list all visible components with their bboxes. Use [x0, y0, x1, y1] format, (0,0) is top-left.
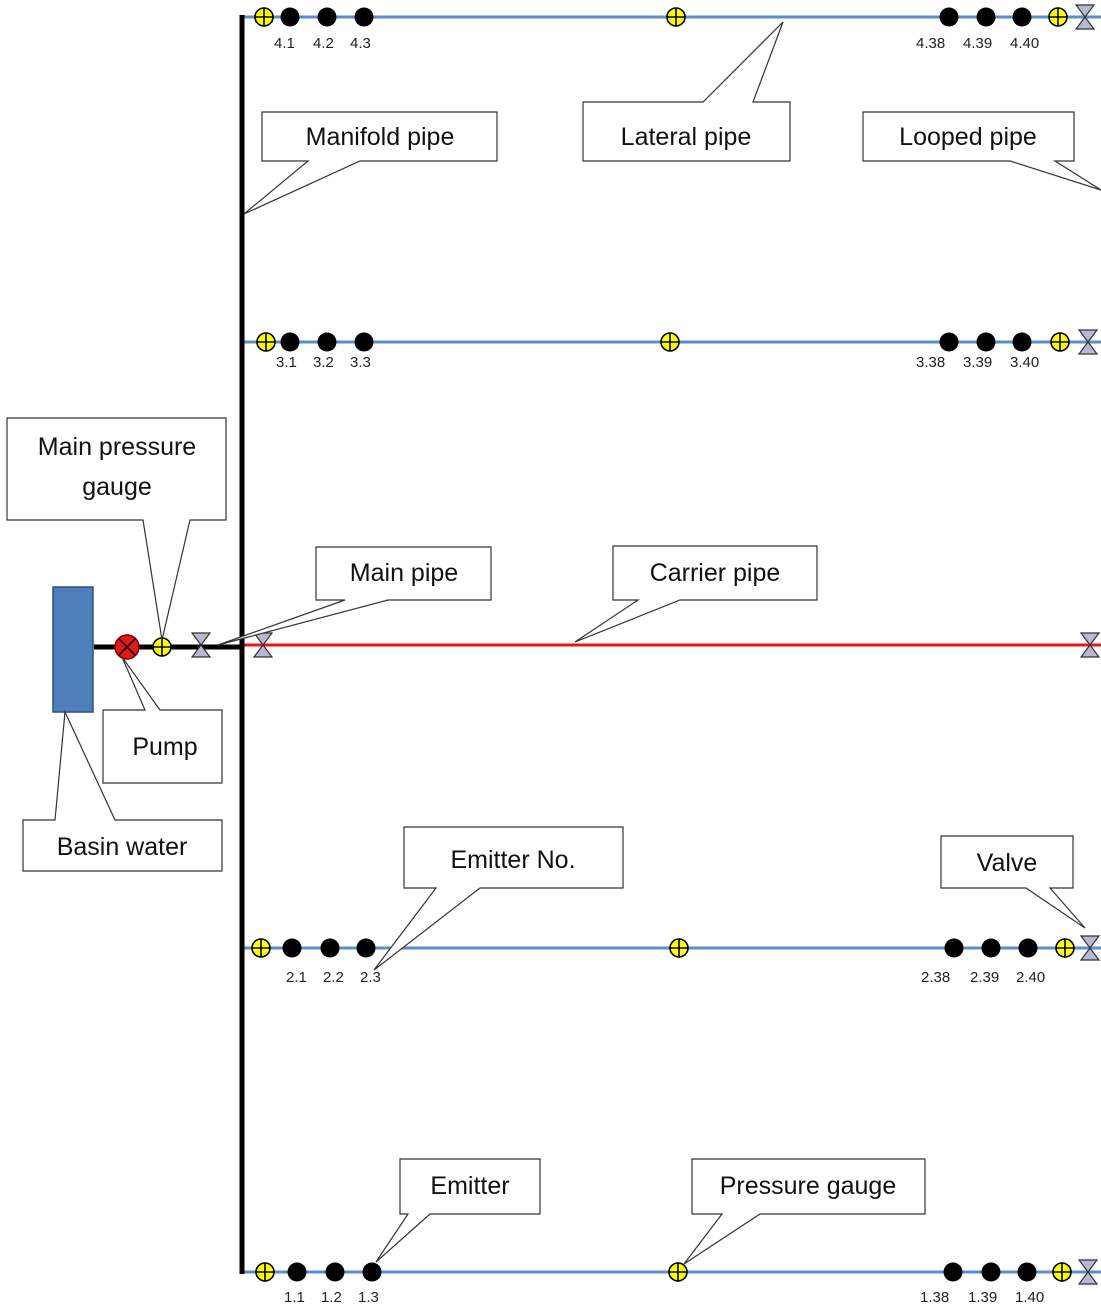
callout-label: Looped pipe: [899, 123, 1037, 151]
emitter-label: 3.40: [1010, 354, 1039, 371]
callout-label: Basin water: [57, 833, 188, 861]
pressure-gauge-icon: [255, 1262, 275, 1282]
callout-pump: Pump: [102, 656, 223, 784]
callout-valve: Valve: [940, 835, 1086, 929]
pressure-gauge-icon: [254, 7, 274, 27]
emitter-label: 4.38: [916, 35, 945, 52]
emitter-label: 1.39: [968, 1289, 997, 1306]
callout-label: Lateral pipe: [621, 123, 752, 151]
callout-label: Pressure gauge: [720, 1172, 897, 1200]
emitter-icon: [354, 7, 374, 27]
emitter-label: 2.3: [360, 969, 381, 986]
pump-icon: [114, 634, 140, 660]
emitter-icon: [1018, 938, 1038, 958]
emitter-icon: [317, 7, 337, 27]
callout-looped-pipe: Looped pipe: [862, 111, 1101, 191]
emitter-label: 3.38: [916, 354, 945, 371]
pressure-gauge-icon: [1048, 7, 1068, 27]
emitter-icon: [354, 332, 374, 352]
emitter-icon: [1012, 332, 1032, 352]
pressure-gauge-icon: [669, 938, 689, 958]
callout-label: Carrier pipe: [650, 559, 781, 587]
emitter-label: 4.39: [963, 35, 992, 52]
emitter-icon: [939, 7, 959, 27]
callout-basin-water: Basin water: [22, 709, 223, 872]
callout-main-pressure-gauge: Main pressure gauge: [6, 417, 227, 641]
emitter-label: 3.39: [963, 354, 992, 371]
emitter-icon: [317, 332, 337, 352]
emitter-label: 4.2: [313, 35, 334, 52]
pressure-gauge-icon: [668, 1262, 688, 1282]
pressure-gauge-icon: [666, 7, 686, 27]
emitter-icon: [944, 938, 964, 958]
emitter-icon: [362, 1262, 382, 1282]
pressure-gauge-icon: [1055, 938, 1075, 958]
pressure-gauge-icon: [1050, 332, 1070, 352]
callout-emitter: Emitter: [375, 1158, 541, 1263]
emitter-label: 2.38: [921, 969, 950, 986]
callout-label: Emitter: [430, 1172, 509, 1200]
callout-label: Main pressure: [38, 433, 196, 461]
callout-emitter-no: Emitter No.: [373, 826, 624, 971]
emitter-label: 4.3: [350, 35, 371, 52]
emitter-label: 1.40: [1015, 1289, 1044, 1306]
emitter-label: 2.39: [970, 969, 999, 986]
emitter-label: 1.1: [284, 1289, 305, 1306]
emitter-icon: [356, 938, 376, 958]
callout-label: Main pipe: [350, 559, 458, 587]
pressure-gauge-icon: [1052, 1262, 1072, 1282]
emitter-icon: [280, 7, 300, 27]
emitter-label: 1.38: [920, 1289, 949, 1306]
emitter-label: 3.3: [350, 354, 371, 371]
emitter-icon: [287, 1262, 307, 1282]
callout-label: Emitter No.: [450, 846, 575, 874]
basin-water-tank: [52, 586, 94, 713]
callout-main-pipe: Main pipe: [217, 546, 492, 646]
emitter-label: 2.1: [286, 969, 307, 986]
callout-label: Pump: [132, 733, 197, 761]
callout-manifold-pipe: Manifold pipe: [243, 111, 498, 215]
callout-pressure-gauge: Pressure gauge: [683, 1158, 926, 1265]
pressure-gauge-icon: [660, 332, 680, 352]
callout-label: Valve: [977, 849, 1038, 877]
emitter-icon: [976, 332, 996, 352]
emitter-icon: [976, 7, 996, 27]
emitter-label: 3.1: [276, 354, 297, 371]
emitter-icon: [981, 938, 1001, 958]
pressure-gauge-icon: [251, 938, 271, 958]
main-pressure-gauge-icon: [152, 637, 172, 657]
emitter-icon: [943, 1262, 963, 1282]
emitter-icon: [1012, 7, 1032, 27]
callout-label: gauge: [82, 473, 152, 501]
callout-lateral-pipe: Lateral pipe: [582, 21, 791, 162]
emitter-icon: [1017, 1262, 1037, 1282]
pressure-gauge-icon: [256, 332, 276, 352]
emitter-label: 2.2: [323, 969, 344, 986]
emitter-label: 1.2: [321, 1289, 342, 1306]
emitter-label: 4.40: [1010, 35, 1039, 52]
emitter-icon: [325, 1262, 345, 1282]
emitter-label: 2.40: [1016, 969, 1045, 986]
emitter-icon: [320, 938, 340, 958]
emitter-icon: [981, 1262, 1001, 1282]
emitter-icon: [939, 332, 959, 352]
emitter-icon: [282, 938, 302, 958]
emitter-label: 3.2: [313, 354, 334, 371]
callout-carrier-pipe: Carrier pipe: [574, 545, 818, 643]
emitter-label: 4.1: [274, 35, 295, 52]
callout-label: Manifold pipe: [306, 123, 455, 151]
emitter-icon: [280, 332, 300, 352]
emitter-label: 1.3: [358, 1289, 379, 1306]
